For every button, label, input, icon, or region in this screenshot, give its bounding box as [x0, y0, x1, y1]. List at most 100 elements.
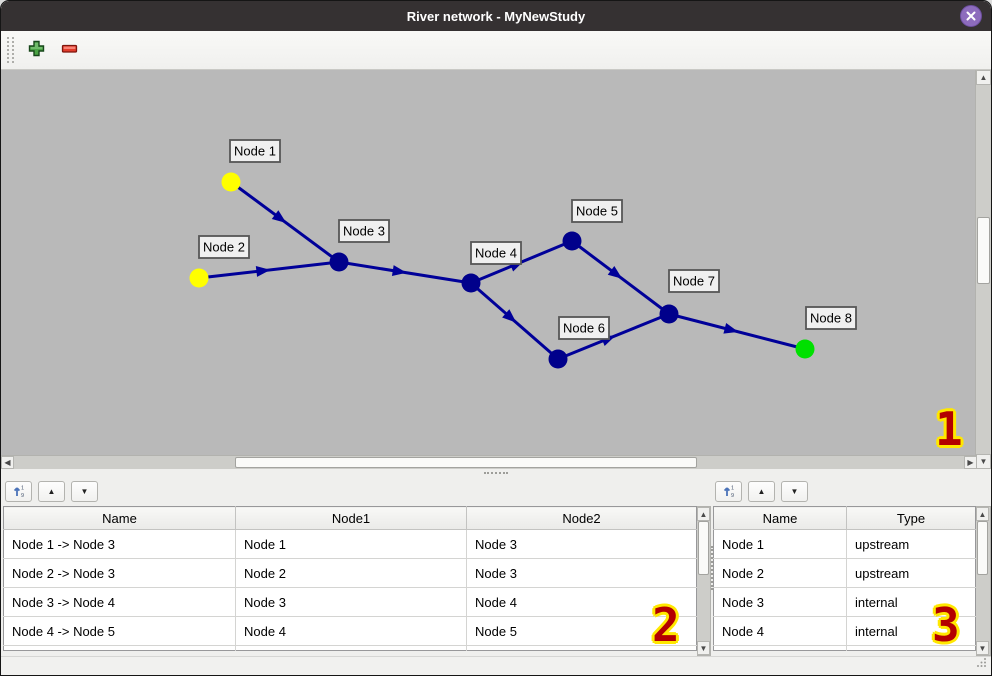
network-node-node-3[interactable]: [329, 252, 349, 272]
reaches-table-toolbar: 1 9 ▲ ▼: [3, 479, 711, 506]
remove-node-button[interactable]: [57, 38, 81, 62]
vertical-splitter[interactable]: [711, 479, 713, 656]
column-header-node1[interactable]: Node1: [235, 506, 467, 530]
nodes-move-down-button[interactable]: ▼: [781, 481, 808, 502]
nodes-table-scrollbar[interactable]: ▲ ▼: [976, 506, 991, 656]
column-header-name[interactable]: Name: [713, 506, 847, 530]
down-arrow-icon: ▼: [80, 487, 89, 496]
scroll-right-icon[interactable]: ▶: [964, 456, 977, 469]
table-cell[interactable]: Node 2: [235, 558, 467, 588]
node-label-node-6[interactable]: Node 6: [558, 316, 610, 340]
nodes-move-up-button[interactable]: ▲: [748, 481, 775, 502]
network-node-node-4[interactable]: [461, 273, 481, 293]
scroll-left-icon[interactable]: ◀: [1, 456, 14, 469]
table-cell[interactable]: Node 4: [713, 616, 847, 646]
canvas-vertical-scrollbar[interactable]: ▲ ▼: [975, 70, 991, 469]
table-cell[interactable]: Node 4: [466, 587, 697, 617]
table-cell[interactable]: Node 2 -> Node 3: [3, 558, 236, 588]
node-label-node-2[interactable]: Node 2: [198, 235, 250, 259]
reaches-header-row: Name Node1 Node2: [3, 506, 697, 530]
table-cell[interactable]: Node 3: [466, 529, 697, 559]
reaches-sort-button[interactable]: 1 9: [5, 481, 32, 502]
node-label-box: [668, 269, 720, 293]
table-cell: [235, 645, 467, 651]
node-label-node-1[interactable]: Node 1: [229, 139, 281, 163]
numeric-sort-icon: 1 9: [12, 484, 26, 500]
table-cell[interactable]: Node 1 -> Node 3: [3, 529, 236, 559]
network-canvas[interactable]: Node 1 Node 2 Node 3 Node 4 Node 5 Node 6 Node…: [1, 70, 977, 455]
network-node-node-6[interactable]: [548, 349, 568, 369]
table-cell[interactable]: Node 4 -> Node 5: [3, 616, 236, 646]
network-node-node-1[interactable]: [221, 172, 241, 192]
table-cell[interactable]: internal: [846, 587, 976, 617]
reaches-move-up-button[interactable]: ▲: [38, 481, 65, 502]
node-label-node-8[interactable]: Node 8: [805, 306, 857, 330]
numeric-sort-icon: 1 9: [722, 484, 736, 500]
add-node-button[interactable]: [24, 38, 48, 62]
nodes-scroll-thumb[interactable]: [977, 521, 988, 575]
table-cell: [466, 645, 697, 651]
table-cell[interactable]: upstream: [846, 558, 976, 588]
node-label-node-4[interactable]: Node 4: [470, 241, 522, 265]
scroll-down-icon[interactable]: ▼: [697, 641, 710, 655]
toolbar-drag-handle[interactable]: [7, 37, 14, 63]
empty-row-stub: [713, 645, 976, 651]
table-cell[interactable]: Node 1: [713, 529, 847, 559]
nodes-table-toolbar: 1 9 ▲ ▼: [713, 479, 991, 506]
node-label-node-3[interactable]: Node 3: [338, 219, 390, 243]
table-cell[interactable]: Node 3 -> Node 4: [3, 587, 236, 617]
table-cell[interactable]: Node 3: [713, 587, 847, 617]
table-cell[interactable]: upstream: [846, 529, 976, 559]
table-cell[interactable]: Node 4: [235, 616, 467, 646]
table-cell[interactable]: Node 3: [235, 587, 467, 617]
scroll-up-icon[interactable]: ▲: [976, 70, 991, 85]
close-button[interactable]: [960, 5, 982, 27]
network-node-node-5[interactable]: [562, 231, 582, 251]
table-cell[interactable]: Node 3: [466, 558, 697, 588]
node-label-box: [805, 306, 857, 330]
resize-grip-icon[interactable]: [977, 654, 987, 672]
table-cell[interactable]: Node 1: [235, 529, 467, 559]
green-plus-icon: [28, 40, 45, 60]
svg-text:9: 9: [731, 493, 734, 498]
scroll-down-icon[interactable]: ▼: [976, 641, 989, 655]
network-node-node-8[interactable]: [795, 339, 815, 359]
table-cell[interactable]: internal: [846, 616, 976, 646]
table-cell[interactable]: Node 2: [713, 558, 847, 588]
column-header-node2[interactable]: Node2: [466, 506, 697, 530]
network-node-node-7[interactable]: [659, 304, 679, 324]
horizontal-splitter[interactable]: [1, 469, 991, 477]
reaches-move-down-button[interactable]: ▼: [71, 481, 98, 502]
edge-arrow-icon: [723, 323, 739, 334]
vertical-scroll-thumb[interactable]: [977, 217, 990, 284]
edge-arrow-icon: [607, 265, 623, 279]
close-icon: [965, 10, 977, 22]
canvas-horizontal-scrollbar[interactable]: ◀ ▶: [1, 455, 977, 469]
down-arrow-icon: ▼: [790, 487, 799, 496]
column-header-type[interactable]: Type: [846, 506, 976, 530]
scroll-down-icon[interactable]: ▼: [976, 454, 991, 469]
scroll-up-icon[interactable]: ▲: [697, 507, 710, 521]
scroll-up-icon[interactable]: ▲: [976, 507, 989, 521]
window-title: River network - MyNewStudy: [406, 8, 586, 24]
nodes-sort-button[interactable]: 1 9: [715, 481, 742, 502]
node-label-node-7[interactable]: Node 7: [668, 269, 720, 293]
table-cell[interactable]: Node 5: [466, 616, 697, 646]
title-bar[interactable]: River network - MyNewStudy: [1, 1, 991, 31]
network-node-node-2[interactable]: [189, 268, 209, 288]
column-header-name[interactable]: Name: [3, 506, 236, 530]
horizontal-scroll-thumb[interactable]: [235, 457, 697, 468]
reaches-scroll-thumb[interactable]: [698, 521, 709, 575]
node-label-node-5[interactable]: Node 5: [571, 199, 623, 223]
reaches-table-scrollbar[interactable]: ▲ ▼: [697, 506, 711, 656]
